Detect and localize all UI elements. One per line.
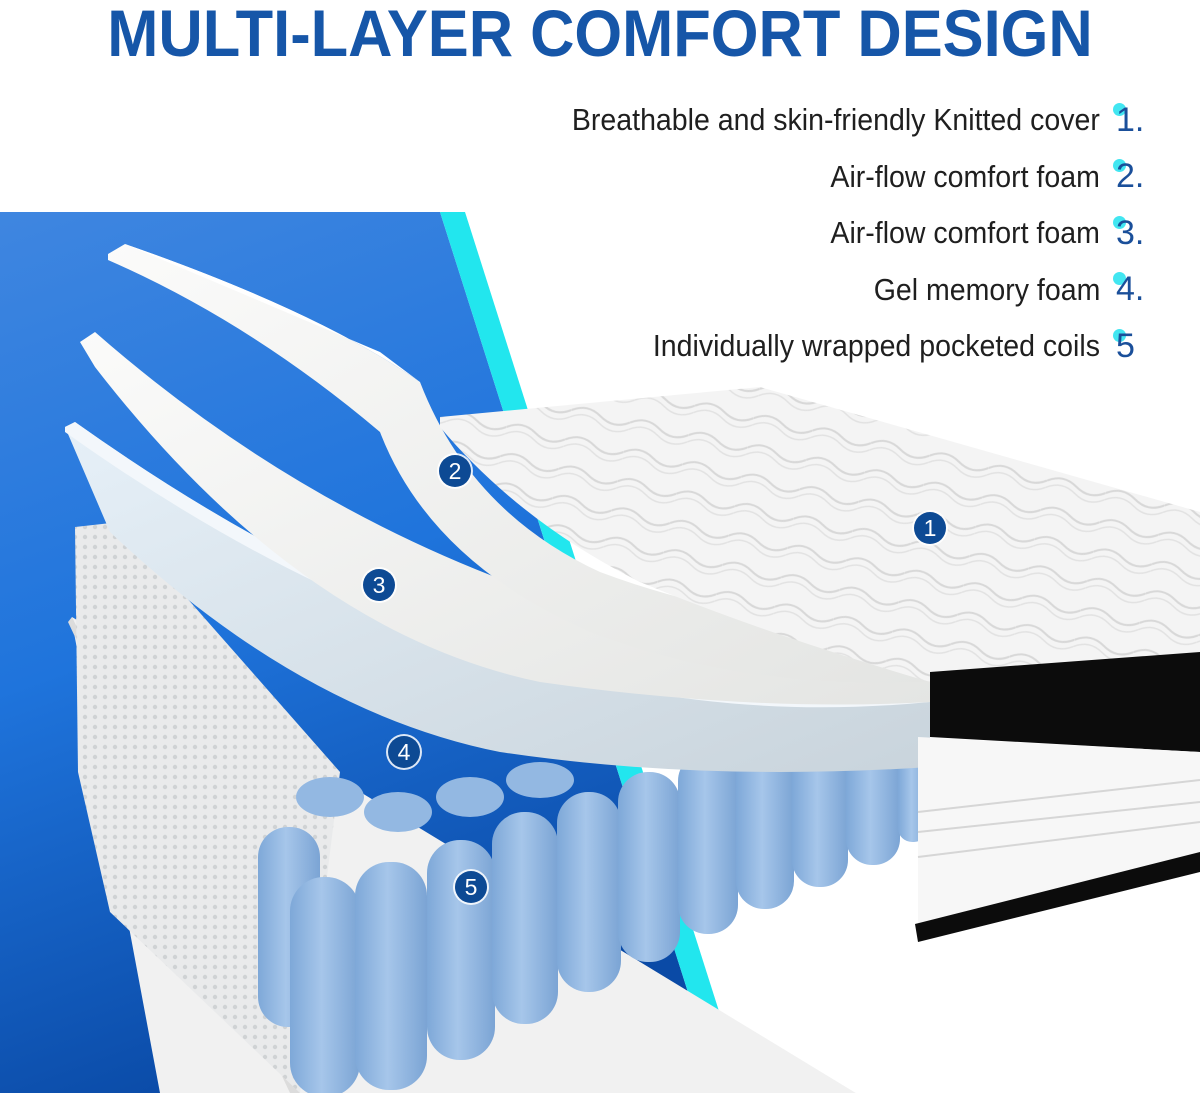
layer-badge-2: 2: [439, 455, 471, 487]
legend-label: Air-flow comfort foam: [830, 215, 1100, 251]
layer-badge-3: 3: [363, 569, 395, 601]
legend-number: 2.: [1113, 157, 1158, 196]
legend-label: Breathable and skin-friendly Knitted cov…: [572, 102, 1100, 138]
cyan-dot-icon: [1113, 272, 1126, 286]
layer-legend: Breathable and skin-friendly Knitted cov…: [438, 92, 1158, 375]
cyan-dot-icon: [1113, 159, 1126, 173]
legend-item-4: Gel memory foam 4.: [438, 262, 1158, 319]
cyan-dot-icon: [1113, 102, 1126, 116]
cyan-dot-icon: [1113, 328, 1126, 342]
layer-badge-4: 4: [388, 736, 420, 768]
layer-badge-5: 5: [455, 871, 487, 903]
legend-item-3: Air-flow comfort foam 3.: [438, 205, 1158, 262]
mattress-illustration: [0, 212, 1200, 1093]
page-title: MULTI-LAYER COMFORT DESIGN: [107, 0, 1093, 70]
legend-number: 3.: [1113, 214, 1158, 253]
mattress-diagram: 1 2 3 4 5: [0, 212, 1200, 1093]
legend-item-2: Air-flow comfort foam 2.: [438, 149, 1158, 206]
legend-label: Individually wrapped pocketed coils: [652, 328, 1100, 364]
legend-number: 4.: [1113, 270, 1158, 309]
legend-number: 1.: [1113, 101, 1158, 140]
legend-item-1: Breathable and skin-friendly Knitted cov…: [438, 92, 1158, 149]
legend-label: Gel memory foam: [873, 271, 1100, 307]
legend-number: 5: [1113, 327, 1158, 366]
layer-badge-1: 1: [914, 512, 946, 544]
cyan-dot-icon: [1113, 215, 1126, 229]
legend-label: Air-flow comfort foam: [830, 158, 1100, 194]
legend-item-5: Individually wrapped pocketed coils 5: [438, 318, 1158, 375]
